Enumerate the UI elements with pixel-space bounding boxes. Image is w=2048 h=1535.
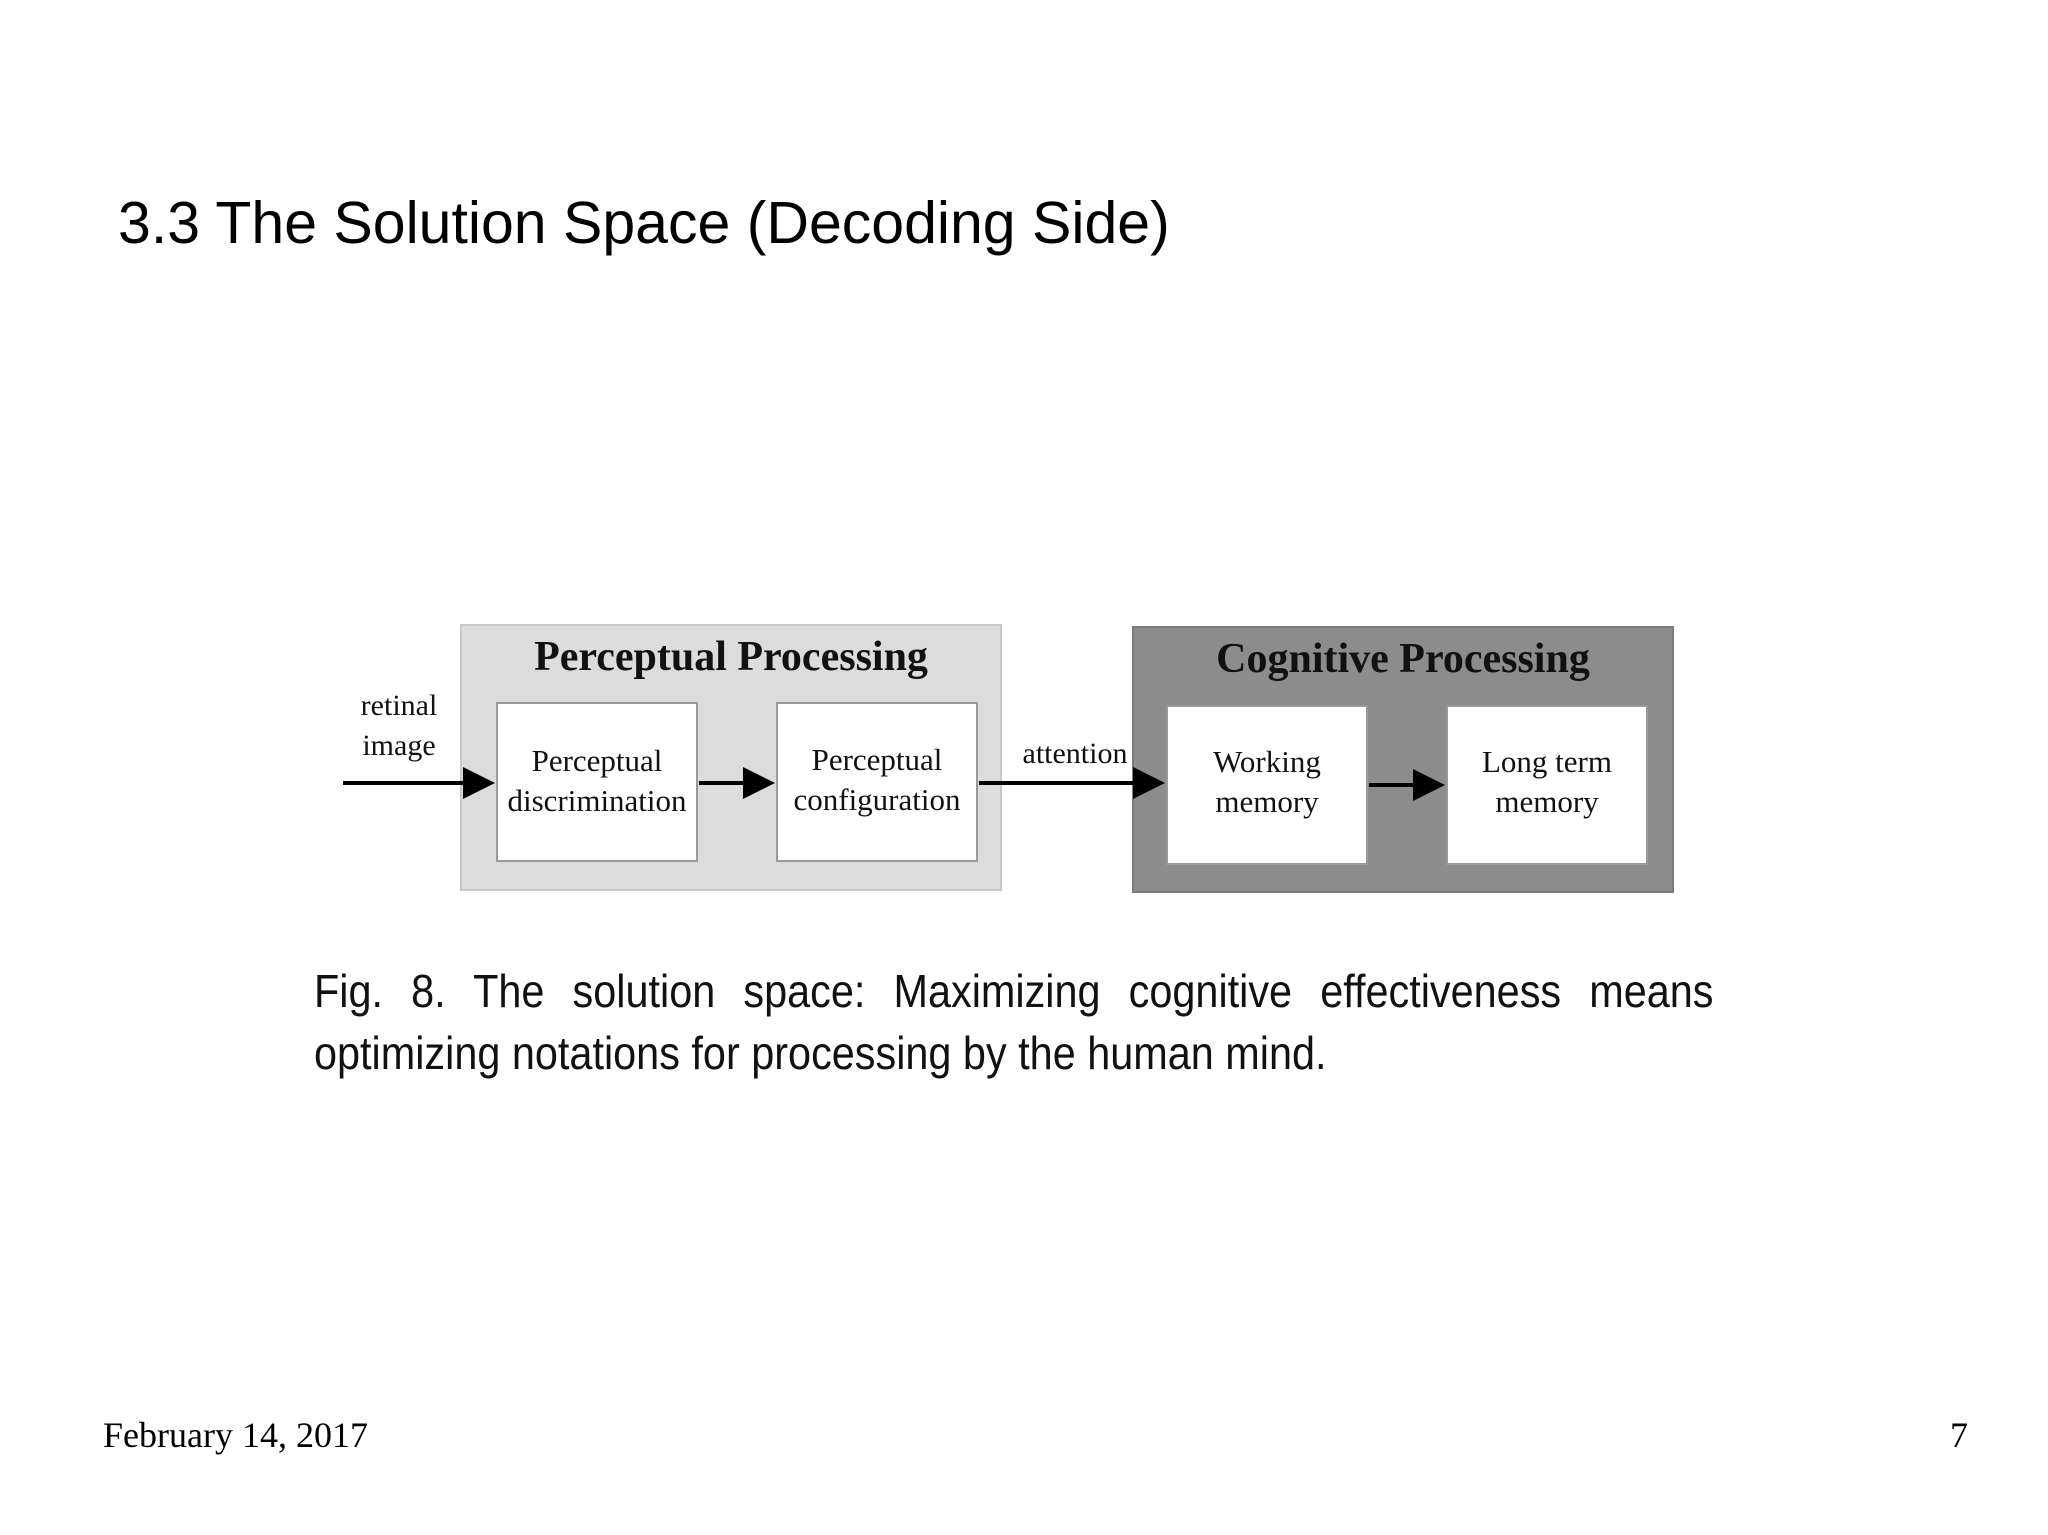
working-memory-line2: memory (1215, 784, 1319, 819)
perceptual-discrimination-box (496, 702, 698, 862)
figure-caption: Fig. 8. The solution space: Maximizing c… (314, 965, 1714, 1079)
solution-space-diagram: Perceptual Processing Cognitive Processi… (335, 615, 1705, 905)
slide-title: 3.3 The Solution Space (Decoding Side) (118, 190, 1170, 256)
perceptual-processing-title: Perceptual Processing (534, 634, 928, 680)
perceptual-configuration-line1: Perceptual (812, 742, 943, 777)
working-memory-box (1166, 705, 1368, 865)
attention-label: attention (1023, 737, 1128, 770)
perceptual-discrimination-line1: Perceptual (532, 743, 663, 778)
cognitive-processing-title: Cognitive Processing (1216, 636, 1590, 682)
retinal-image-label-line2: image (362, 729, 435, 762)
footer-date: February 14, 2017 (103, 1415, 368, 1455)
perceptual-configuration-line2: configuration (793, 782, 961, 817)
long-term-memory-line2: memory (1495, 784, 1599, 819)
long-term-memory-box (1446, 705, 1648, 865)
page-number: 7 (1950, 1415, 1968, 1455)
perceptual-discrimination-line2: discrimination (507, 783, 687, 818)
long-term-memory-line1: Long term (1482, 744, 1612, 779)
retinal-image-label-line1: retinal (361, 689, 438, 722)
working-memory-line1: Working (1213, 744, 1321, 779)
perceptual-configuration-box (776, 702, 978, 862)
